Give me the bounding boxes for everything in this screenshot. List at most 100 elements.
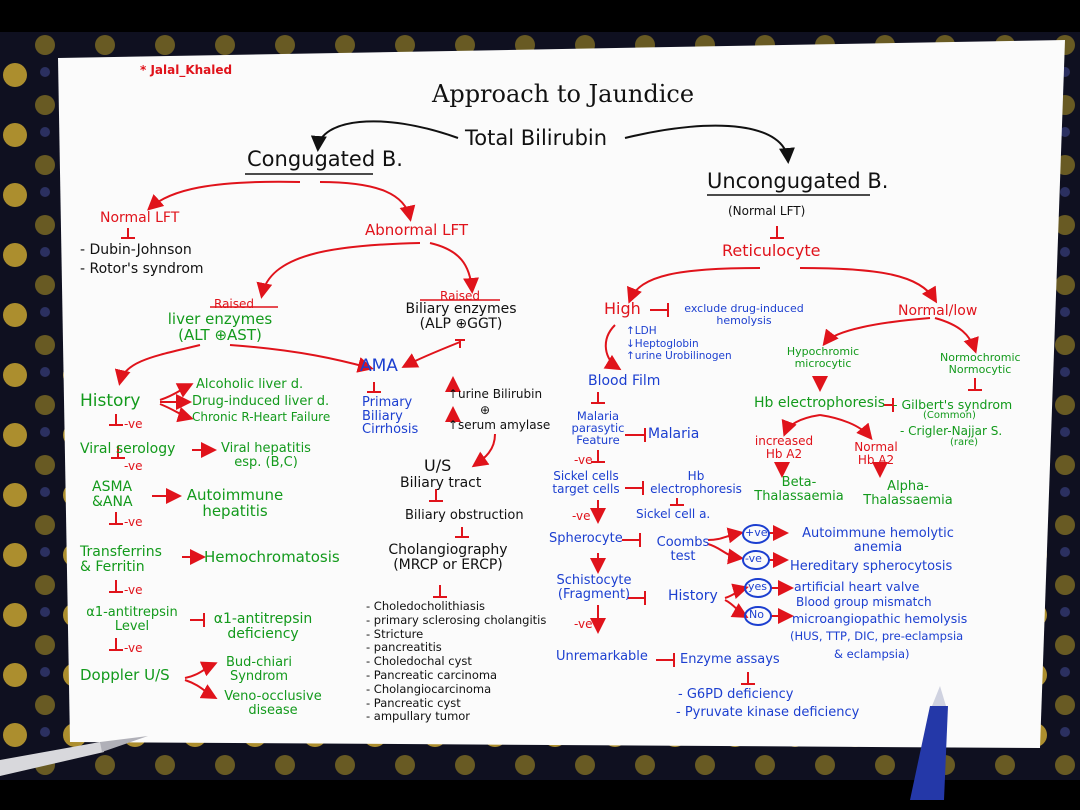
gilbert-node: - Gilbert's syndrom (Common) (893, 397, 1013, 422)
eclampsia: & eclampsia) (834, 647, 910, 661)
enzyme-assays-node: Enzyme assays (680, 652, 780, 667)
alcoholic-liver-d: Alcoholic liver d. (196, 377, 304, 392)
yes-label: yes (748, 580, 768, 593)
list-item: - ampullary tumor (366, 709, 471, 724)
microangiopathic-hemolysis: microangiopathic hemolysis (792, 611, 968, 626)
conjugated-title: Congugated B. (247, 147, 403, 171)
positive-label: +ve (745, 526, 768, 539)
root-node: Total Bilirubin (465, 126, 608, 150)
list-item: - Stricture (366, 626, 424, 641)
hypochromic-node: Hypochromic microcytic (786, 345, 860, 370)
malaria-node: Malaria (648, 426, 700, 442)
plus-sign: ⊕ (480, 403, 491, 417)
serum-amylase: ↑serum amylase (448, 418, 551, 432)
viral-serology-node: Viral serology (80, 441, 176, 457)
ve-label-u3: -ve (574, 617, 593, 631)
history-node-u: History (668, 588, 718, 604)
spherocyte-node: Spherocyte (549, 531, 623, 546)
ve-label-3: -ve (124, 515, 143, 529)
ve-label-4: -ve (124, 583, 143, 597)
unremarkable-node: Unremarkable (556, 649, 648, 664)
chronic-r-heart-failure: Chronic R-Heart Failure (192, 410, 331, 424)
list-item: - Choledocholithiasis (366, 599, 486, 613)
veno-occlusive-node: Veno-occlusive disease (224, 689, 322, 718)
schistocyte-node: Schistocyte (Fragment) (556, 573, 632, 602)
a1-antitrepsin-level-node: α1-antitrepsin Level (86, 605, 178, 634)
high-node: High (604, 299, 641, 318)
page-title: Approach to Jaundice (432, 80, 695, 108)
us-node: U/S (424, 456, 452, 475)
g6pd-deficiency: - G6PD deficiency (678, 687, 794, 702)
history-node: History (80, 391, 141, 411)
ama-node: AMA (360, 356, 398, 376)
unconjugated-title: Uncongugated B. (707, 169, 889, 193)
artificial-heart-valve: artificial heart valve (794, 579, 920, 594)
negative-label: -ve (745, 552, 762, 565)
normal-hba2-node: Normal Hb A2 (854, 440, 898, 467)
list-item: - Choledochal cyst (366, 654, 472, 669)
urine-bilirubin: ↑urine Bilirubin (448, 387, 543, 401)
hb-electrophoresis-node-2: Hb electrophoresis (754, 395, 886, 411)
normal-lft-paren: (Normal LFT) (728, 204, 806, 218)
asma-ana-node: ASMA &ANA (92, 479, 133, 510)
aiha-node: Autoimmune hemolytic anemia (802, 526, 954, 555)
hereditary-spherocytosis-node: Hereditary spherocytosis (790, 559, 953, 574)
hus-ttp-dic: (HUS, TTP, DIC, pre-eclampsia (790, 629, 964, 643)
hemochromatosis-node: Hemochromatosis (204, 548, 340, 566)
alpha-thalassaemia-node: Alpha- Thalassaemia (863, 479, 953, 508)
crigler-najjar-node: - Crigler-Najjar S. (rare) (900, 424, 1003, 448)
pbc-node: Primary Biliary Cirrhosis (362, 395, 419, 438)
sickle-target-cells-node: Sickel cells target cells (552, 469, 620, 496)
ve-label-u2: -ve (572, 509, 591, 523)
doppler-us-node: Doppler U/S (80, 666, 170, 684)
dubin-johnson: - Dubin-Johnson (80, 242, 192, 258)
high-labs-list: ↑LDH ↓Heptoglobin ↑urine Urobilinogen (626, 325, 732, 363)
abnormal-lft-node: Abnormal LFT (365, 221, 468, 239)
paper-sheet (58, 40, 1065, 748)
pyruvate-kinase-deficiency: - Pyruvate kinase deficiency (676, 705, 860, 720)
author-label: * Jalal_Khaled (140, 63, 233, 77)
increased-hba2-node: increased Hb A2 (754, 434, 814, 461)
list-item: - Pancreatic cyst (366, 695, 461, 710)
ve-label-u1: -ve (574, 453, 593, 467)
biliary-enzymes-node: Biliary enzymes (ALP ⊕GGT) (405, 301, 517, 332)
normal-low-node: Normal/low (898, 303, 978, 319)
transferrin-ferritin-node: Transferrins & Ferritin (80, 544, 162, 575)
malaria-feature-node: Malaria parasytic Feature (571, 409, 625, 448)
obstruction-causes-list: - Choledocholithiasis - primary sclerosi… (366, 599, 547, 724)
rotor-syndrom: - Rotor's syndrom (80, 261, 204, 277)
normochromic-node: Normochromic Normocytic (940, 351, 1021, 376)
cholangiography-node: Cholangiography (MRCP or ERCP) (388, 542, 508, 573)
exclude-drug-hemolysis: exclude drug-induced hemolysis (684, 302, 804, 327)
pen-left (0, 736, 148, 776)
bud-chiari-node: Bud-chiari Syndrom (225, 655, 293, 684)
ve-label-5: -ve (124, 641, 143, 655)
blood-film-node: Blood Film (588, 373, 661, 389)
raised-label-right: Raised (440, 289, 481, 303)
viral-hepatitis-node: Viral hepatitis esp. (B,C) (221, 441, 311, 470)
list-item: - Pancreatic carcinoma (366, 667, 498, 682)
reticulocyte-node: Reticulocyte (722, 241, 821, 260)
list-item: - Cholangiocarcinoma (366, 681, 492, 696)
no-label: No (749, 608, 764, 621)
biliary-tract-node: Biliary tract (400, 475, 482, 491)
autoimmune-hepatitis-node: Autoimmune hepatitis (186, 486, 284, 520)
ve-label-1: -ve (124, 417, 143, 431)
pen-right (910, 686, 948, 800)
drug-induced-liver-d: Drug-induced liver d. (192, 394, 330, 409)
list-item: - pancreatitis (366, 640, 442, 655)
liver-enzymes-node: liver enzymes (ALT ⊕AST) (167, 310, 273, 344)
normal-lft-node: Normal LFT (100, 210, 180, 226)
blood-group-mismatch: Blood group mismatch (796, 595, 932, 609)
hb-electrophoresis-node: Hb electrophoresis (650, 469, 742, 496)
coombs-test-node: Coombs test (656, 535, 710, 564)
list-item: - primary sclerosing cholangitis (366, 612, 547, 627)
ve-label-2: -ve (124, 459, 143, 473)
beta-thalassaemia-node: Beta- Thalassaemia (754, 475, 844, 504)
sickle-cell-anemia: Sickel cell a. (636, 507, 711, 521)
a1-antitrepsin-deficiency-node: α1-antitrepsin deficiency (213, 611, 313, 642)
raised-label-left: Raised (214, 297, 255, 311)
biliary-obstruction-node: Biliary obstruction (405, 508, 524, 523)
